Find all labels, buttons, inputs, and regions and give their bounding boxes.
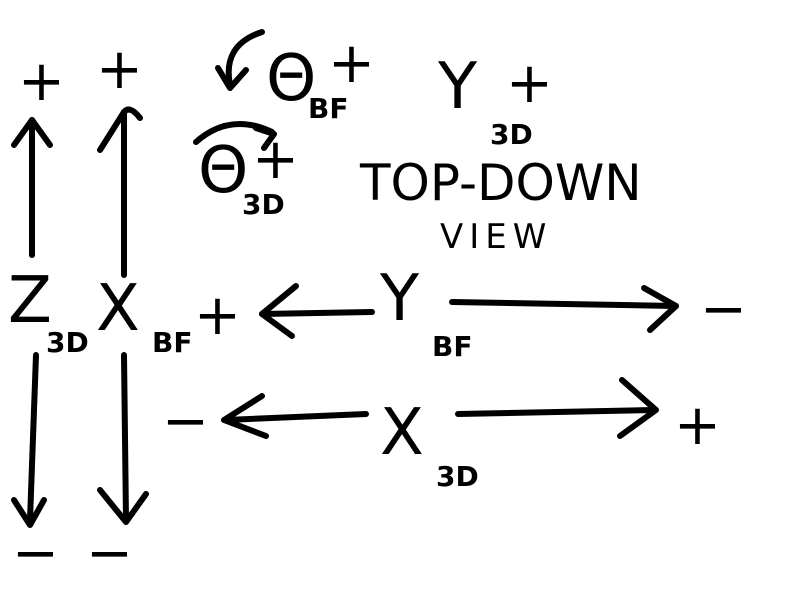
x3d-positive-sign: +	[674, 393, 721, 458]
y3d-label: Y + 3D	[437, 50, 553, 151]
x3d-axis: − X 3D +	[162, 377, 721, 493]
z3d-letter: Z	[8, 264, 52, 338]
ybf-left-arrow-shaft	[259, 309, 375, 317]
view-subtitle: VIEW	[440, 217, 552, 257]
ybf-negative-sign: −	[700, 277, 747, 342]
xbf-down-arrow-head	[97, 487, 149, 525]
x3d-left-arrow-head	[221, 393, 269, 439]
xbf-positive-sign: +	[96, 37, 143, 102]
ybf-left-arrow-head	[259, 283, 299, 339]
xbf-negative-sign: −	[86, 521, 133, 586]
theta-3d-letter: Θ	[198, 134, 248, 208]
z3d-negative-sign: −	[12, 521, 59, 586]
theta-3d-positive-sign: +	[252, 127, 299, 192]
xbf-up-arrow-shaft	[121, 106, 143, 278]
theta-bf-rotation-arrow-head	[215, 65, 249, 91]
y3d-positive-sign: +	[506, 51, 553, 116]
ybf-axis: + Y BF −	[194, 262, 747, 363]
xbf-axis: + X BF −	[86, 37, 192, 586]
z3d-subscript: 3D	[46, 326, 89, 359]
theta-bf-subscript: BF	[308, 92, 348, 125]
y3d-subscript: 3D	[490, 118, 533, 151]
z3d-up-arrow-head	[11, 117, 53, 148]
xbf-down-arrow-shaft	[121, 352, 129, 523]
view-title: TOP-DOWN	[359, 154, 642, 212]
xbf-letter: X	[96, 272, 140, 346]
theta-3d-rotation: Θ + 3D	[193, 121, 299, 221]
theta-3d-subscript: 3D	[242, 188, 285, 221]
xbf-up-arrow-head	[97, 109, 127, 153]
theta-bf-letter: Θ	[266, 42, 316, 116]
ybf-letter: Y	[379, 262, 420, 336]
xbf-subscript: BF	[152, 326, 192, 359]
theta-bf-positive-sign: +	[328, 31, 375, 96]
x3d-right-arrow-shaft	[455, 407, 657, 417]
y3d-letter: Y	[437, 50, 478, 124]
z3d-axis: + Z 3D −	[8, 49, 89, 586]
x3d-subscript: 3D	[436, 460, 479, 493]
z3d-down-arrow-head	[11, 497, 47, 528]
x3d-left-arrow-shaft	[223, 411, 369, 423]
ybf-subscript: BF	[432, 330, 472, 363]
ybf-positive-sign: +	[194, 283, 241, 348]
theta-bf-rotation-arrow	[225, 29, 265, 88]
ybf-right-arrow-shaft	[449, 299, 679, 309]
z3d-positive-sign: +	[18, 49, 65, 114]
z3d-down-arrow-shaft	[27, 352, 39, 523]
ybf-right-arrow-head	[641, 285, 679, 333]
x3d-negative-sign: −	[162, 389, 209, 454]
x3d-letter: X	[380, 396, 424, 470]
theta-bf-rotation: Θ + BF	[215, 29, 375, 125]
theta-3d-rotation-arrow-head	[253, 125, 277, 151]
x3d-right-arrow-head	[617, 377, 659, 439]
